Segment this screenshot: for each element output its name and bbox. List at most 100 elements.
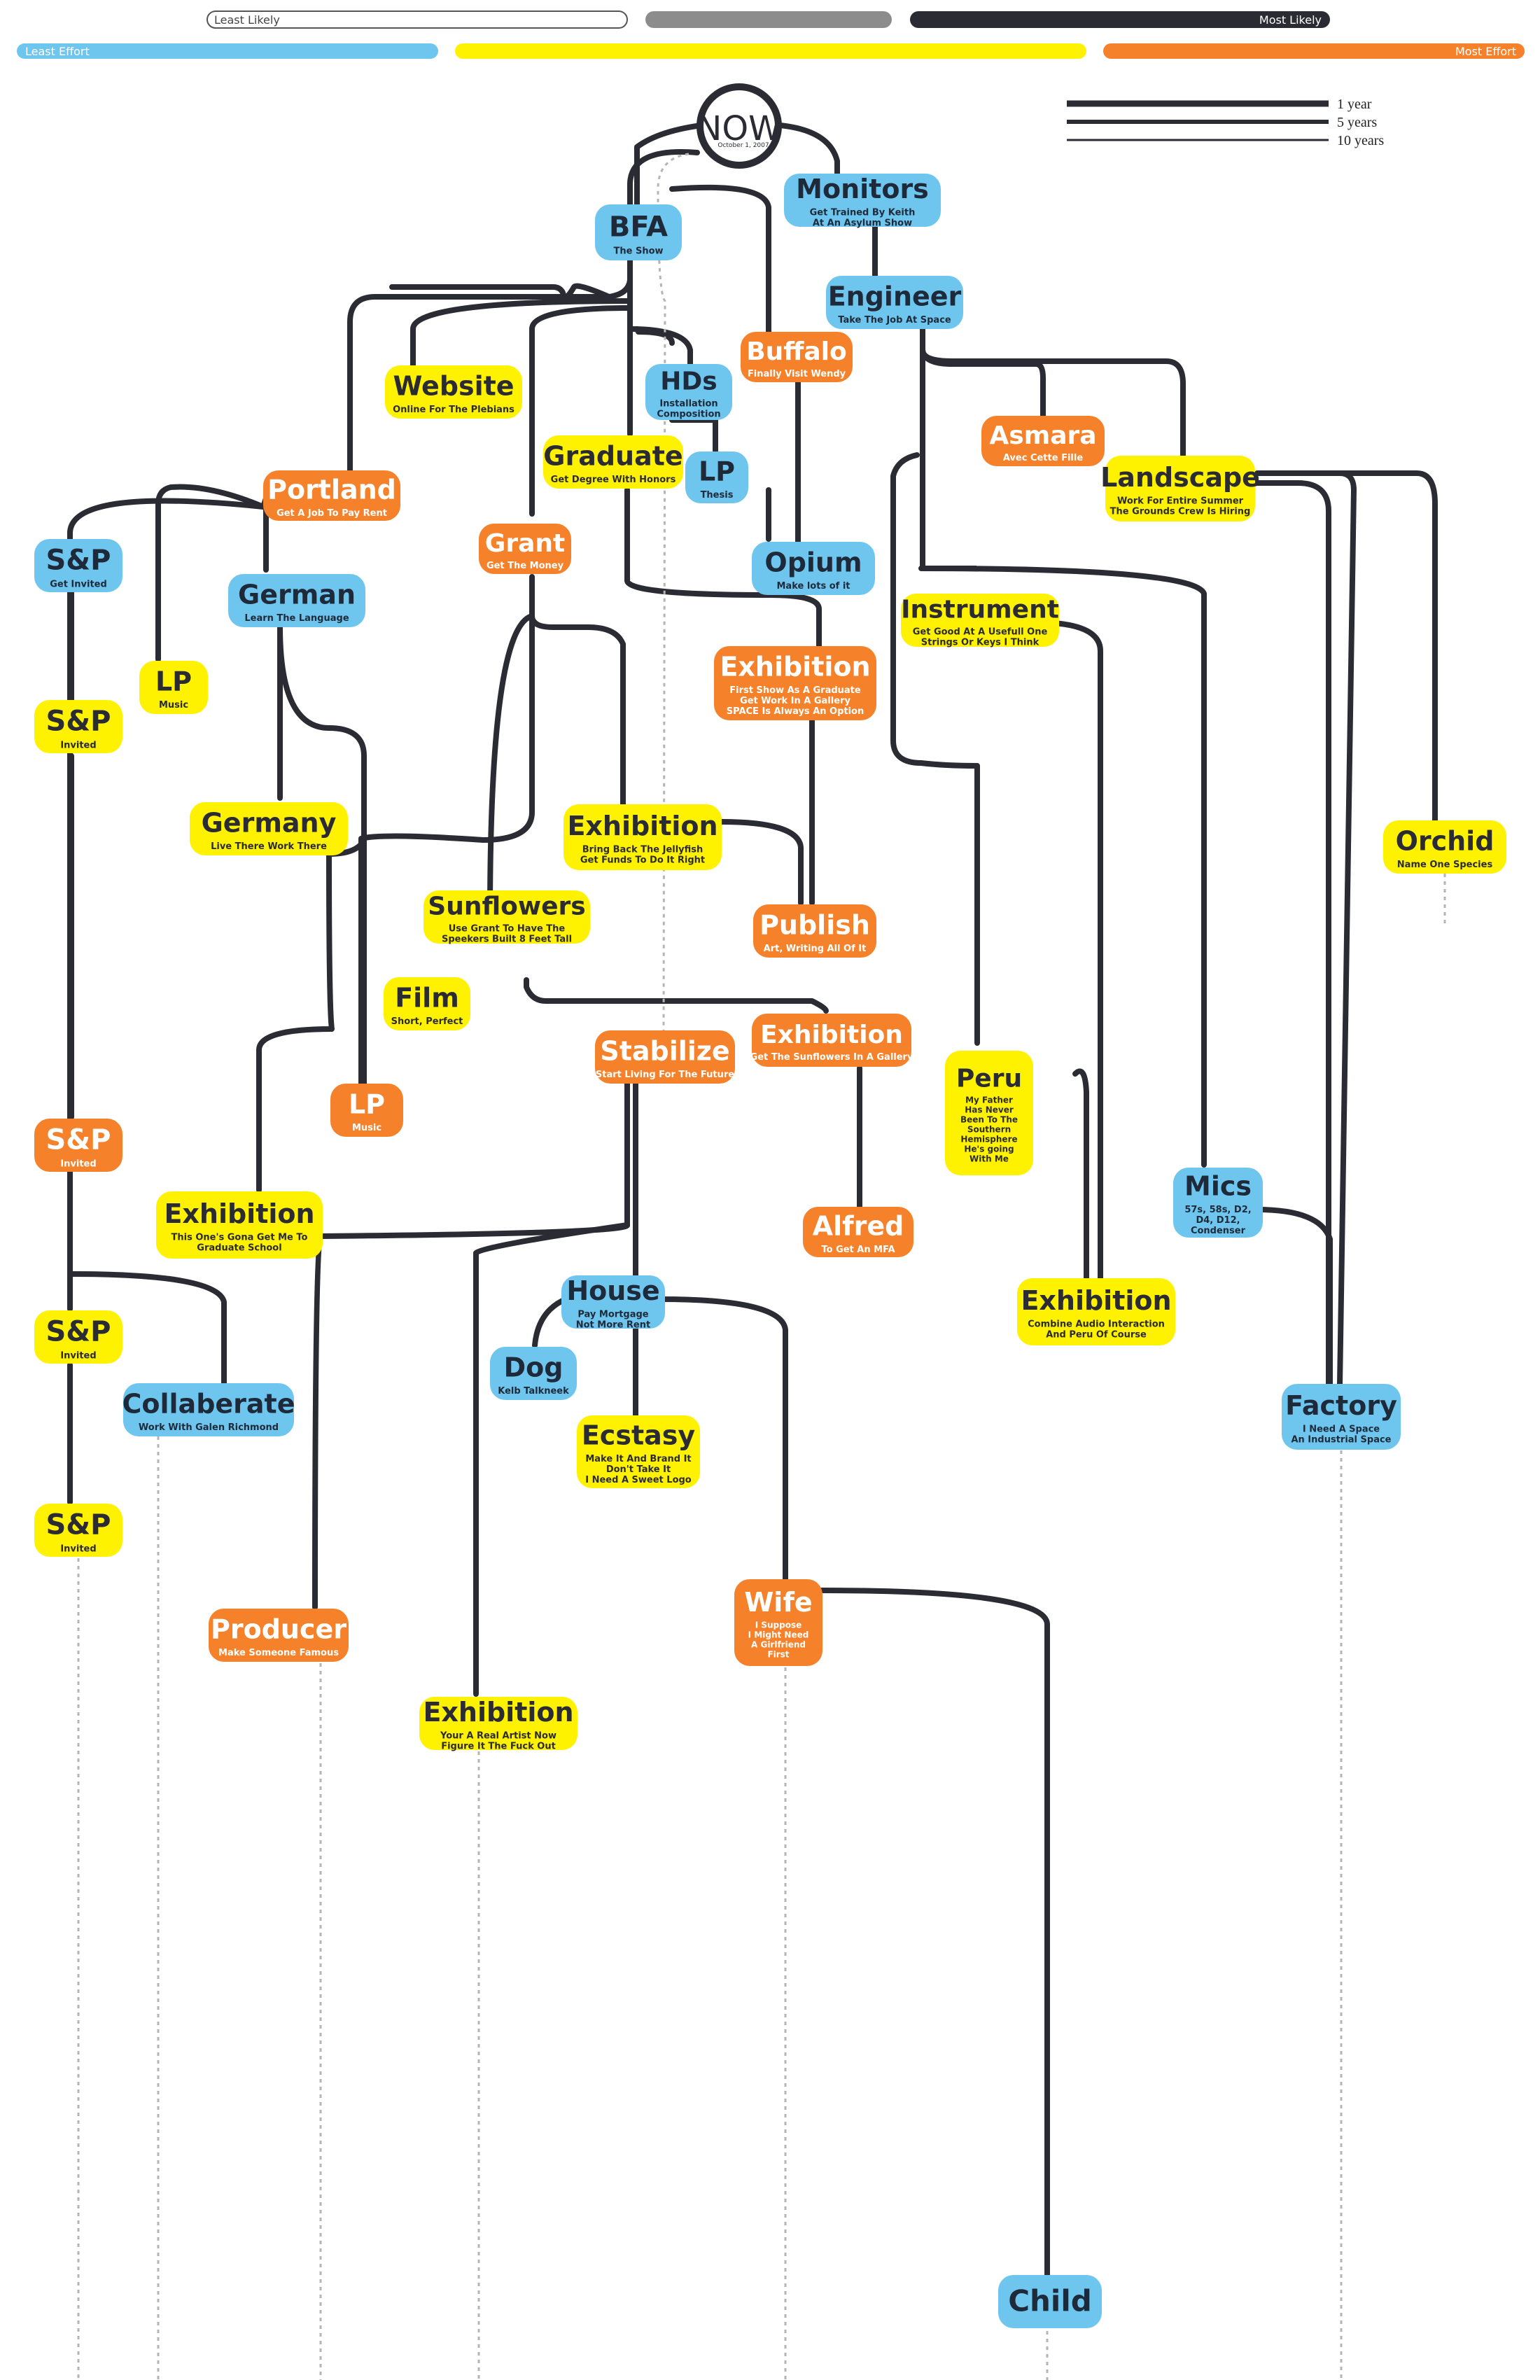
node-subtitle: Live There Work There xyxy=(211,841,327,852)
node-subtitle: Music xyxy=(352,1123,382,1133)
node-subtitle: Short, Perfect xyxy=(391,1016,463,1027)
node-box xyxy=(784,174,941,227)
node-subtitle: Get Trained By Keith xyxy=(810,208,916,218)
node-subtitle: Make lots of it xyxy=(777,581,850,592)
node-title: LP xyxy=(155,666,192,697)
now-circle xyxy=(696,83,782,169)
node-subtitle: Start Living For The Future xyxy=(596,1070,734,1080)
connector-line xyxy=(67,498,266,1261)
node-subtitle: With Me xyxy=(969,1154,1009,1163)
node-subtitle: Thesis xyxy=(701,490,734,500)
likelihood-bar-low xyxy=(206,10,628,29)
node-subtitle: Work For Entire Summer xyxy=(1117,496,1244,507)
node-subtitle: Get Invited xyxy=(50,579,107,589)
node-box xyxy=(753,904,876,958)
connector-line xyxy=(389,283,612,301)
node-subtitle: Get The Money xyxy=(486,561,564,571)
node-subtitle: I Need A Sweet Logo xyxy=(585,1475,692,1485)
node-subtitle: Combine Audio Interaction xyxy=(1028,1320,1165,1330)
node-title: BFA xyxy=(609,211,668,243)
node-box xyxy=(34,1504,122,1557)
node-subtitle: This One's Gona Get Me To xyxy=(172,1233,308,1243)
node-title: Stabilize xyxy=(600,1036,729,1067)
node-subtitle: Get Good At A Usefull One xyxy=(913,626,1048,637)
now-title: NOW xyxy=(696,109,781,148)
connector-line xyxy=(487,613,535,920)
node-subtitle: Speekers Built 8 Feet Tall xyxy=(442,934,572,944)
node-box xyxy=(645,364,732,420)
node-box xyxy=(156,1191,323,1259)
node-box xyxy=(543,435,683,489)
node-box xyxy=(479,524,571,574)
node-box xyxy=(803,1207,913,1257)
node-title: Exhibition xyxy=(164,1198,314,1229)
node-subtitle: Music xyxy=(159,700,188,710)
legend: Least Likely Most Likely Least Effort Mo… xyxy=(17,10,1525,59)
node-title: Exhibition xyxy=(423,1697,573,1728)
node-title: House xyxy=(566,1275,659,1306)
node-subtitle: First Show As A Graduate xyxy=(729,685,861,696)
connector-line xyxy=(890,452,981,1046)
node-subtitle: D4, D12, xyxy=(1196,1215,1240,1226)
node-box xyxy=(741,332,853,382)
node-subtitle: Pay Mortgage xyxy=(578,1310,648,1320)
node-subtitle: Work With Galen Richmond xyxy=(139,1422,279,1433)
likelihood-high-label: Most Likely xyxy=(1259,13,1322,27)
node-title: German xyxy=(238,580,356,610)
node-subtitle: Online For The Plebians xyxy=(393,405,514,415)
node-subtitle: Your A Real Artist Now xyxy=(440,1731,556,1742)
node-box xyxy=(34,700,122,753)
node-box xyxy=(34,1119,122,1172)
node-subtitle: Southern xyxy=(967,1124,1011,1134)
node-subtitle: Invited xyxy=(60,1544,96,1554)
node-title: Peru xyxy=(956,1065,1022,1093)
node-box xyxy=(1173,1168,1263,1238)
timescale-legend: 1 year 5 years 10 years xyxy=(1067,97,1384,148)
connection-lines xyxy=(67,122,1438,2278)
timeline-dotted-lines xyxy=(77,153,1446,2380)
connector-line xyxy=(1254,470,1357,1387)
connector-line xyxy=(277,624,367,1086)
node-subtitle: He's going xyxy=(964,1144,1014,1154)
node-subtitle: Figure It The Fuck Out xyxy=(441,1742,556,1752)
node-box xyxy=(139,661,208,714)
node-title: Film xyxy=(395,983,459,1014)
node-title: Child xyxy=(1008,2283,1092,2318)
node-box xyxy=(734,1579,822,1666)
node-title: Collaberate xyxy=(122,1389,295,1420)
node-subtitle: Composition xyxy=(657,409,720,419)
node-box xyxy=(685,451,748,503)
connector-line xyxy=(529,574,626,808)
connector-line xyxy=(718,819,804,906)
node-subtitle: Get A Job To Pay Rent xyxy=(276,508,387,519)
node-subtitle: Invited xyxy=(60,1158,96,1169)
node-title: Monitors xyxy=(796,174,929,204)
node-subtitle: Been To The xyxy=(960,1114,1018,1124)
node-box xyxy=(564,804,722,870)
node-title: Ecstasy xyxy=(582,1420,696,1451)
node-subtitle: Get Degree With Honors xyxy=(551,475,676,485)
node-title: Producer xyxy=(211,1614,346,1645)
node-title: Exhibition xyxy=(720,652,870,682)
node-subtitle: Use Grant To Have The xyxy=(449,923,566,934)
connector-line xyxy=(524,977,829,1014)
timescale-label-2: 5 years xyxy=(1337,115,1377,130)
likelihood-bar-high xyxy=(910,11,1330,28)
